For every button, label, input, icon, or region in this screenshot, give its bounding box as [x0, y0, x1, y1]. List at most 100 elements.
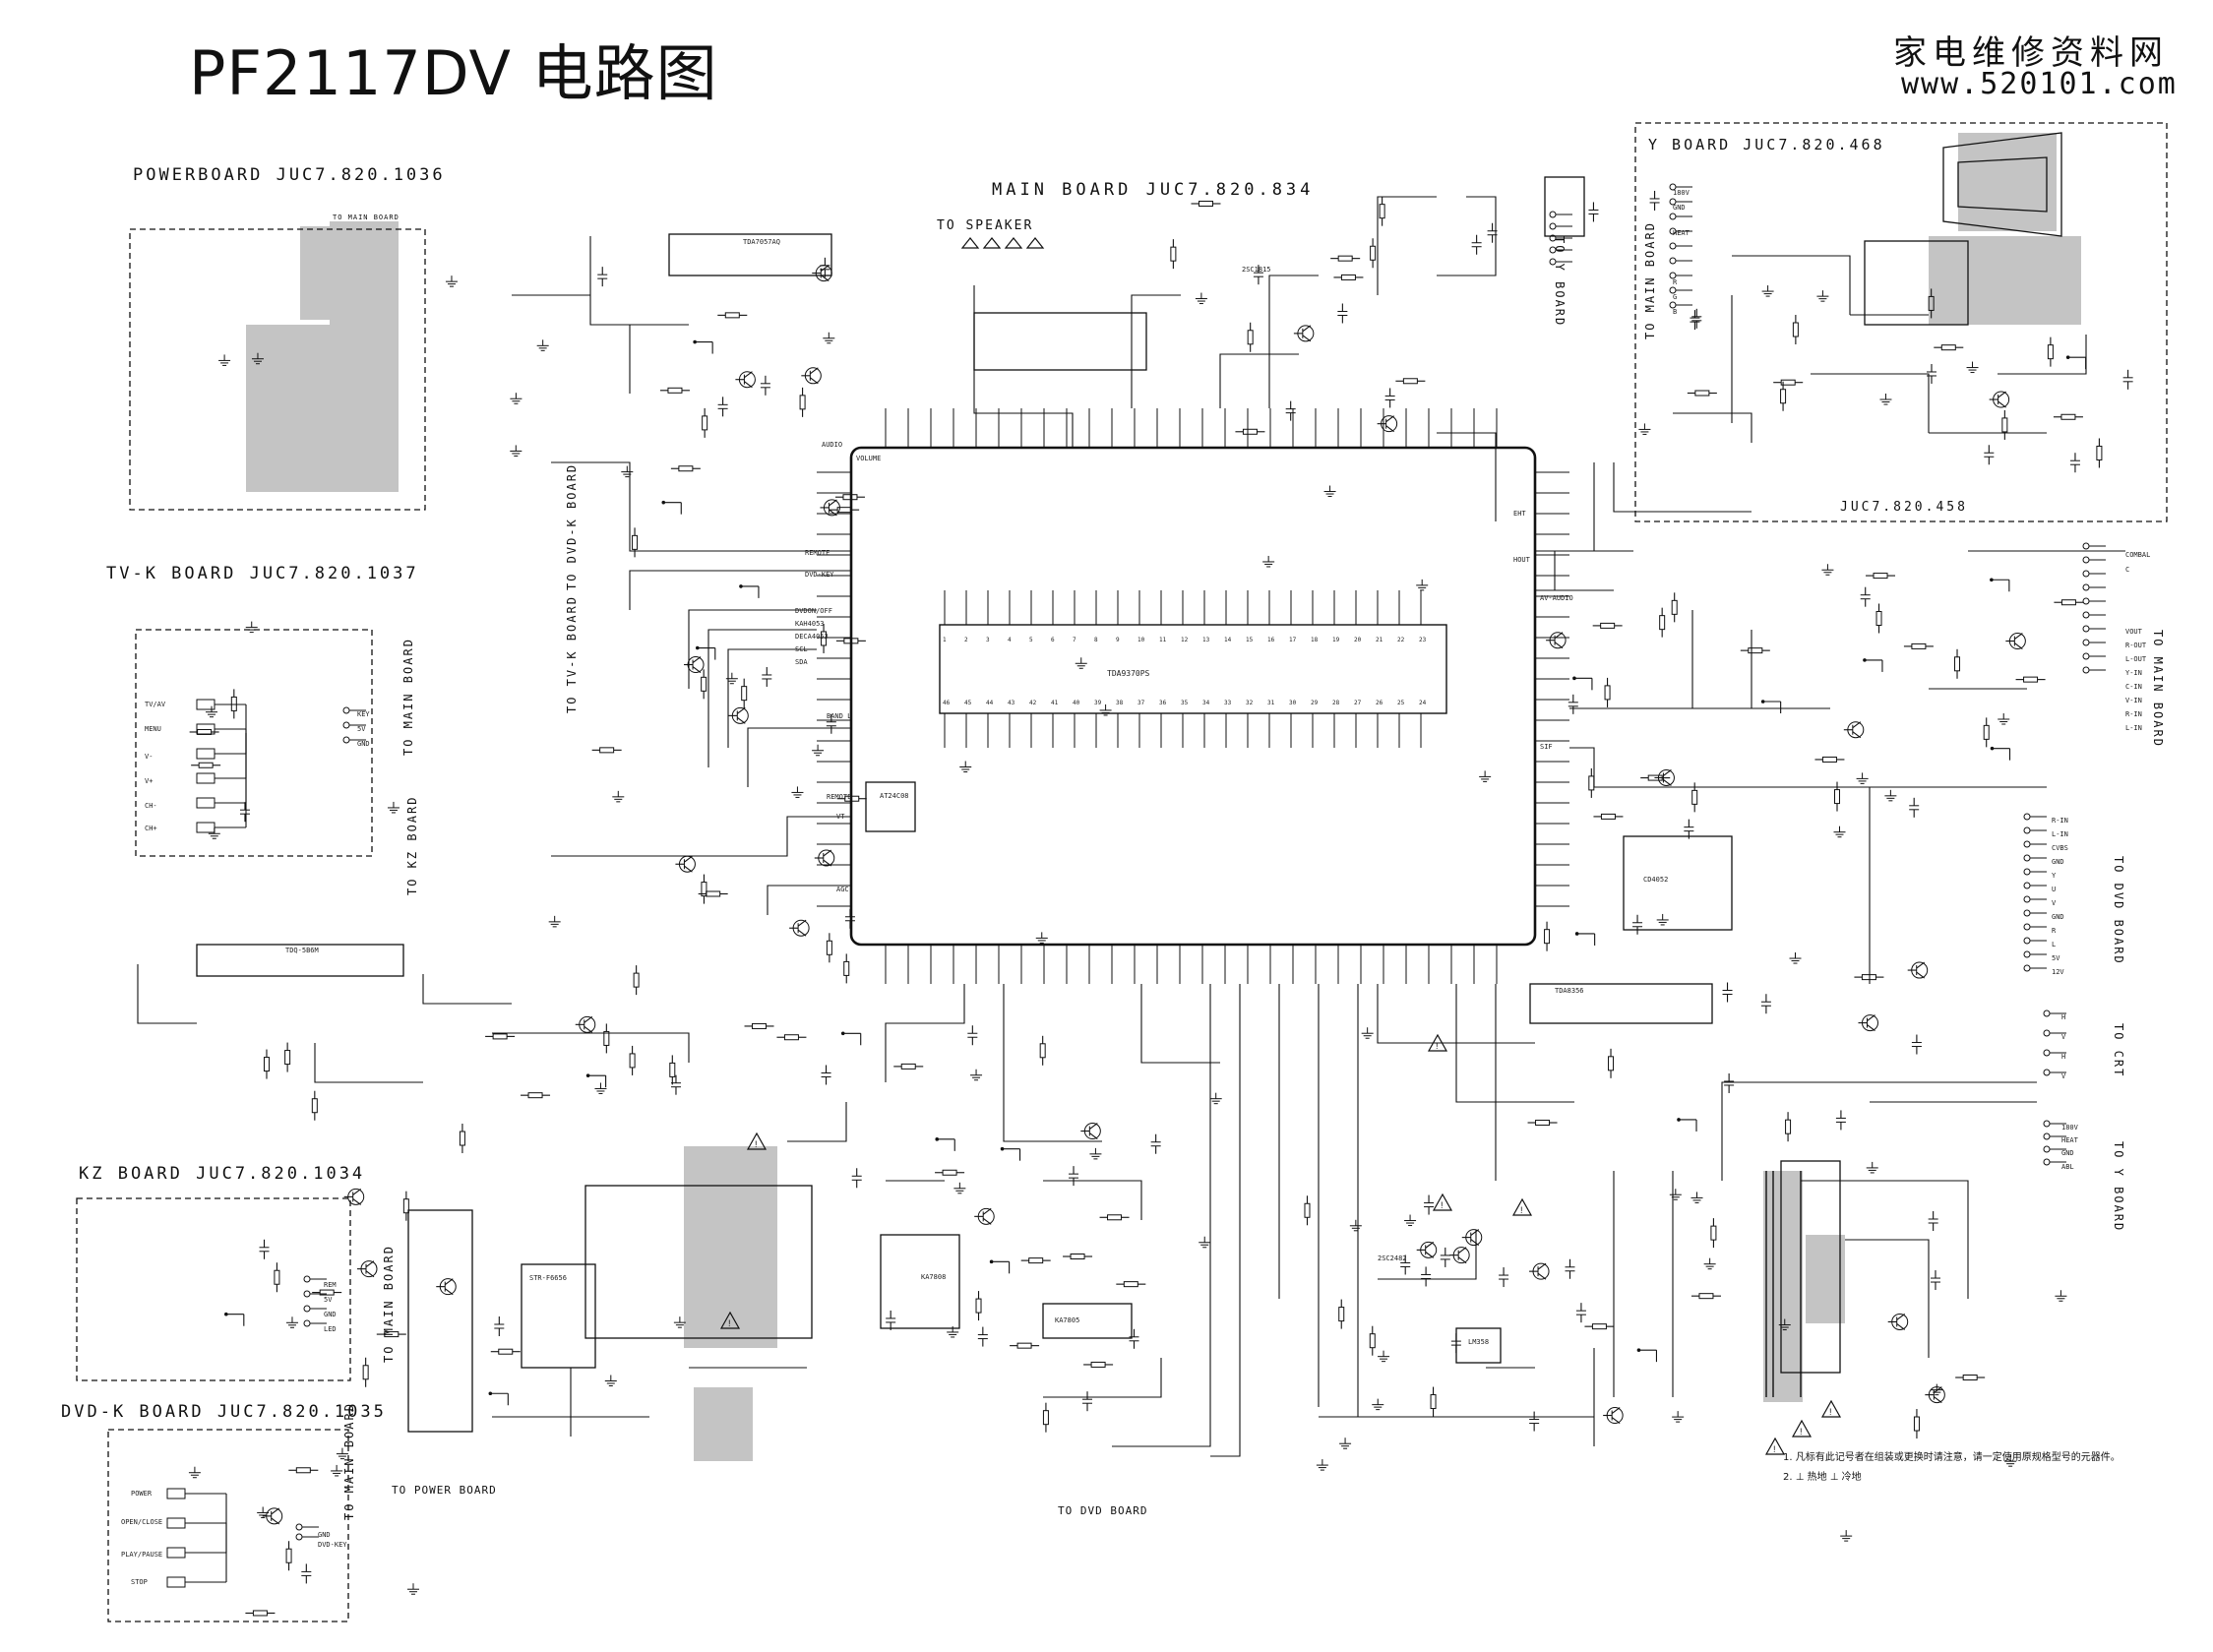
main-pin-kah4053: KAH4053: [795, 620, 825, 628]
svg-text:5: 5: [1029, 637, 1033, 643]
tvk-pin-gnd: GND: [357, 740, 370, 748]
kz-to-main-label: TO MAIN BOARD: [382, 1245, 396, 1363]
main-pin-dvdonoff: DVDON/OFF: [795, 607, 832, 615]
to-crt-label: TO CRT: [2112, 1023, 2125, 1078]
to-dvd-board-right-label: TO DVD BOARD: [2112, 856, 2125, 965]
dvdconn-pin-5v: 5V: [2052, 954, 2060, 962]
dvdk-key-stop: STOP: [131, 1578, 148, 1586]
svg-text:20: 20: [1354, 637, 1362, 643]
rconn-pin-rout: R-OUT: [2125, 642, 2147, 649]
dvdk-board-label: DVD-K BOARD JUC7.820.1035: [61, 1402, 387, 1422]
svg-text:35: 35: [1181, 700, 1189, 706]
svg-text:6: 6: [1051, 637, 1055, 643]
rconn-pin-vin: V-IN: [2125, 697, 2142, 704]
svg-text:44: 44: [986, 700, 994, 706]
dvdconn-pin-u: U: [2052, 886, 2057, 893]
watermark-site-name: 家电维修资料网: [1893, 33, 2169, 73]
svg-text:14: 14: [1224, 637, 1232, 643]
svg-text:38: 38: [1116, 700, 1124, 706]
svg-text:3: 3: [986, 637, 990, 643]
dvdconn-pin-r: R: [2052, 927, 2057, 935]
dvdconn-pin-gnd1: GND: [2052, 858, 2064, 866]
svg-text:1: 1: [943, 637, 947, 643]
svg-text:16: 16: [1267, 637, 1275, 643]
svg-text:8: 8: [1094, 637, 1098, 643]
svg-text:!: !: [1800, 1427, 1803, 1437]
svg-text:!: !: [1520, 1205, 1523, 1215]
tvk-pin-key: KEY: [357, 710, 370, 718]
svg-text:34: 34: [1202, 700, 1210, 706]
main-pin-bandl: BAND L: [827, 712, 852, 720]
rconn-pin-lout: L-OUT: [2125, 655, 2147, 663]
to-tvk-board-label: TO TV-K BOARD: [565, 595, 579, 713]
components: [166, 183, 2133, 1617]
tvk-key-menu: MENU: [145, 725, 161, 733]
kz-board-outline: [76, 1197, 351, 1381]
part-tr-sw: 2SC1815: [1242, 266, 1271, 274]
svg-text:43: 43: [1008, 700, 1015, 706]
svg-text:46: 46: [943, 700, 951, 706]
svg-text:27: 27: [1354, 700, 1362, 706]
rconn-pin-cin: C-IN: [2125, 683, 2142, 691]
aux-ics: [196, 176, 1969, 1433]
y-board-sub-label: JUC7.820.458: [1840, 500, 1968, 515]
svg-text:!: !: [728, 1318, 731, 1328]
dvdconn-pin-v: V: [2052, 899, 2057, 907]
dvdconn-pin-y: Y: [2052, 872, 2057, 880]
dvdconn-pin-12v: 12V: [2052, 968, 2064, 976]
to-dvdk-board-label: TO DVD-K BOARD: [565, 462, 579, 590]
crt-socket: [1942, 132, 2062, 237]
tvk-key-vplus: V+: [145, 777, 154, 785]
y-pin-b: B: [1673, 308, 1678, 316]
kz-pin-5v: 5V: [324, 1296, 333, 1304]
dvdk-pin-dvdkey: DVD-KEY: [318, 1541, 347, 1549]
svg-text:45: 45: [964, 700, 972, 706]
part-opamp: LM358: [1468, 1338, 1490, 1346]
tvk-board-outline: [135, 629, 373, 857]
svg-text:29: 29: [1311, 700, 1319, 706]
y-board-label: Y BOARD JUC7.820.468: [1648, 136, 1885, 153]
rconn-pin-combal: COMBAL: [2125, 551, 2151, 559]
part-eeprom: AT24C08: [880, 792, 909, 800]
svg-text:17: 17: [1289, 637, 1297, 643]
main-pin-hout: HOUT: [1513, 556, 1530, 564]
main-to-y-board-label: TO Y BOARD: [1553, 236, 1567, 328]
svg-text:26: 26: [1376, 700, 1383, 706]
footnote-line1: 1. 凡标有此记号者在组装或更换时请注意，请一定使用原规格型号的元器件。: [1783, 1452, 2121, 1463]
to-kz-board-label: TO KZ BOARD: [405, 795, 419, 895]
power-to-main-label: TO MAIN BOARD: [333, 214, 400, 221]
crt-pin-v2: V: [2061, 1072, 2066, 1080]
to-speaker-label: TO SPEAKER: [937, 218, 1034, 233]
svg-text:12: 12: [1181, 637, 1189, 643]
dvdconn-pin-lin: L-IN: [2052, 830, 2068, 838]
dvdconn-pin-cvbs: CVBS: [2052, 844, 2068, 852]
svg-text:31: 31: [1267, 700, 1275, 706]
svg-text:2: 2: [964, 637, 968, 643]
dvdk-key-power: POWER: [131, 1490, 153, 1498]
svg-text:30: 30: [1289, 700, 1297, 706]
rconn-pin-vout: VOUT: [2125, 628, 2142, 636]
dvdk-key-open-close: OPEN/CLOSE: [121, 1518, 163, 1526]
kz-pin-gnd: GND: [324, 1311, 337, 1318]
dvdk-to-main-label: TO MAIN BOARD: [342, 1402, 356, 1520]
junctions: [224, 339, 2070, 1396]
svg-text:9: 9: [1116, 637, 1120, 643]
ground-symbols: [188, 275, 2067, 1595]
tvk-key-vminus: V-: [145, 753, 154, 761]
svg-text:!: !: [755, 1139, 758, 1149]
safety-warning-marks: ! ! ! ! ! ! ! !: [719, 1033, 1842, 1455]
dvdk-key-play-pause: PLAY/PAUSE: [121, 1551, 163, 1559]
svg-text:36: 36: [1159, 700, 1167, 706]
part-switcher-ic: STR-F6656: [529, 1274, 567, 1282]
crt-pin-h2: H: [2061, 1053, 2066, 1061]
watermark-url: www.520101.com: [1901, 67, 2178, 101]
rconn-pin-yin: Y-IN: [2125, 669, 2142, 677]
flyback-transformer: [1765, 1171, 1802, 1397]
main-pin-remote2: REMOTE: [827, 793, 852, 801]
tvk-key-tvav: TV/AV: [145, 701, 166, 708]
svg-text:7: 7: [1073, 637, 1076, 643]
right-to-main-label: TO MAIN BOARD: [2151, 630, 2165, 748]
main-pin-dvdkey: DVD-KEY: [805, 571, 834, 579]
